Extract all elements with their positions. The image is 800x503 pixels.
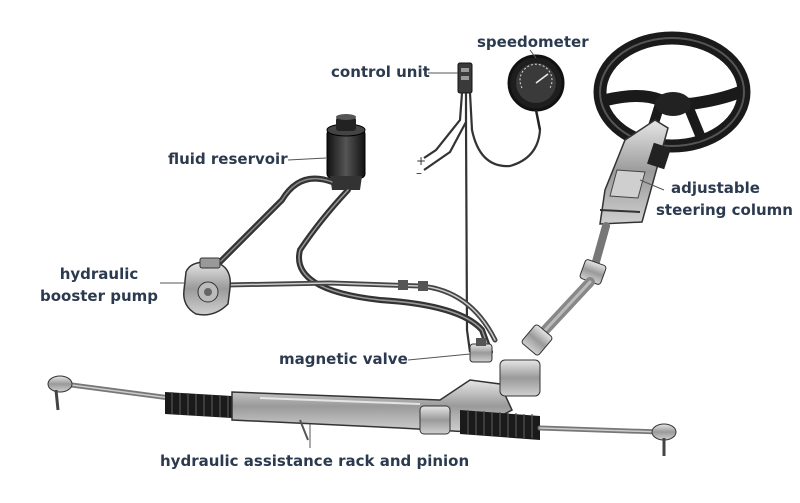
- steering-wheel: [593, 31, 751, 153]
- leader-speedometer: [529, 49, 537, 59]
- rack-and-pinion-label: hydraulic assistance rack and pinion: [160, 452, 470, 470]
- leader-adjustable-steering-column: [639, 179, 665, 191]
- minus-terminal-mark: –: [416, 166, 422, 180]
- magnetic-valve: [469, 338, 493, 363]
- hydraulic-label: hydraulic: [59, 265, 139, 283]
- leader-lines: [160, 49, 665, 448]
- fluid-reservoir: [326, 114, 366, 190]
- fluid-reservoir-label: fluid reservoir: [168, 150, 288, 168]
- control-unit-label: control unit: [331, 63, 430, 81]
- adjustable-label: adjustable: [671, 179, 760, 197]
- magnetic-valve-label: magnetic valve: [279, 350, 408, 368]
- hydraulic-booster-pump: [183, 257, 232, 316]
- booster-pump-label: booster pump: [39, 287, 159, 305]
- rack-and-pinion: [47, 359, 677, 456]
- leader-fluid-reservoir: [287, 157, 327, 161]
- speedometer-gauge: [507, 54, 565, 131]
- leader-magnetic-valve: [407, 353, 471, 361]
- speedometer-label: speedometer: [477, 33, 589, 51]
- hoses: [217, 175, 498, 355]
- adjustable-steering-column: [521, 119, 671, 356]
- steering-column-label: steering column: [656, 201, 793, 219]
- plus-terminal-mark: +: [416, 154, 426, 168]
- control-unit: [423, 62, 542, 353]
